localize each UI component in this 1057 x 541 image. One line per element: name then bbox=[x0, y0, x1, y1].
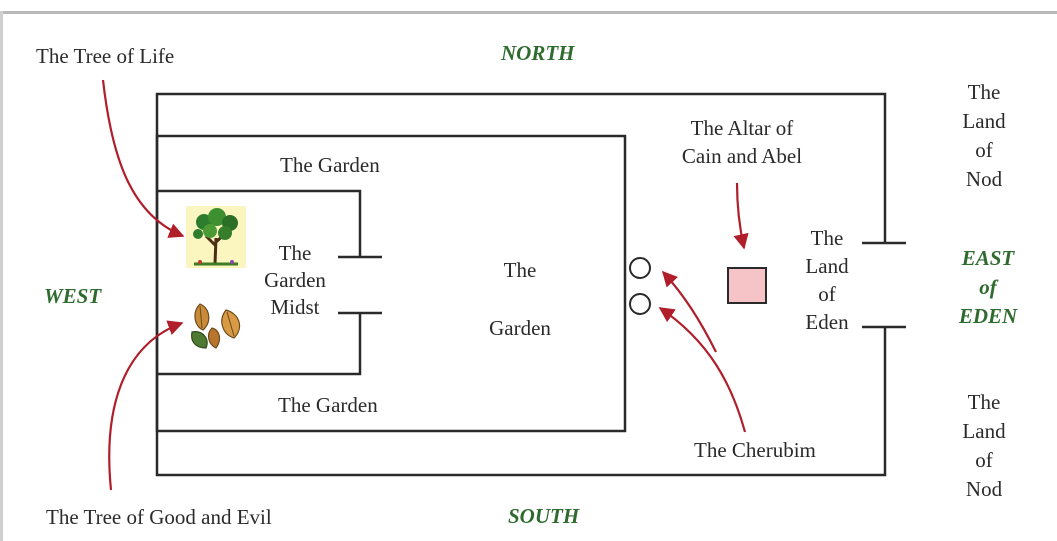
label-garden-bottom: The Garden bbox=[278, 393, 378, 417]
cherubim-circle-icon bbox=[629, 257, 651, 279]
nod-bottom-line-1: The bbox=[967, 390, 1001, 414]
east-line-1: EAST bbox=[961, 246, 1015, 270]
altar-icon bbox=[727, 267, 767, 304]
frame-top-border bbox=[0, 11, 1057, 14]
nod-bottom-line-4: Nod bbox=[965, 477, 1003, 501]
label-garden-midst: The Garden Midst bbox=[250, 240, 340, 321]
arrow-altar bbox=[733, 182, 749, 250]
label-cherubim: The Cherubim bbox=[694, 438, 816, 462]
altar-line-2: Cain and Abel bbox=[681, 144, 803, 168]
nod-top-line-2: Land bbox=[962, 109, 1006, 133]
nod-top-line-1: The bbox=[967, 80, 1001, 104]
east-line-3: EDEN bbox=[958, 304, 1018, 328]
cherubim-circle-icon bbox=[629, 293, 651, 315]
arrow-cherubim-bottom bbox=[658, 307, 747, 433]
arrow-tree-good-evil bbox=[108, 320, 184, 491]
label-land-of-nod-top: The Land of Nod bbox=[944, 78, 1024, 194]
east-line-2: of bbox=[979, 275, 997, 299]
label-land-of-nod-bottom: The Land of Nod bbox=[944, 388, 1024, 504]
land-of-eden-line-2: Land bbox=[805, 254, 849, 278]
garden-midst-boundary bbox=[157, 189, 382, 376]
label-tree-of-life: The Tree of Life bbox=[36, 44, 175, 68]
land-of-eden-line-1: The bbox=[810, 226, 844, 250]
tree-of-life-icon bbox=[186, 206, 246, 268]
label-altar-of-cain-and-abel: The Altar of Cain and Abel bbox=[660, 114, 824, 170]
land-of-eden-line-4: Eden bbox=[805, 310, 849, 334]
garden-boundary bbox=[155, 134, 627, 433]
garden-center-line-2: Garden bbox=[489, 316, 551, 340]
nod-top-line-3: of bbox=[975, 138, 993, 162]
arrow-cherubim-top bbox=[661, 270, 717, 353]
land-of-eden-line-3: of bbox=[818, 282, 836, 306]
nod-bottom-line-3: of bbox=[975, 448, 993, 472]
garden-midst-line-1: The bbox=[278, 241, 312, 265]
direction-west: WEST bbox=[44, 284, 102, 308]
direction-south: SOUTH bbox=[508, 504, 580, 528]
nod-bottom-line-2: Land bbox=[962, 419, 1006, 443]
label-tree-of-good-and-evil: The Tree of Good and Evil bbox=[46, 505, 272, 529]
direction-north: NORTH bbox=[501, 41, 575, 65]
tree-of-good-and-evil-icon bbox=[186, 300, 248, 352]
label-garden-center: The Garden bbox=[470, 241, 570, 357]
label-garden-top: The Garden bbox=[280, 153, 380, 177]
arrow-tree-of-life bbox=[101, 79, 185, 238]
garden-midst-line-3: Midst bbox=[270, 295, 320, 319]
garden-midst-line-2: Garden bbox=[264, 268, 326, 292]
altar-line-1: The Altar of bbox=[690, 116, 794, 140]
frame-left-border bbox=[0, 11, 3, 541]
label-land-of-eden: The Land of Eden bbox=[782, 224, 872, 336]
direction-east-of-eden: EAST of EDEN bbox=[944, 244, 1032, 331]
nod-top-line-4: Nod bbox=[965, 167, 1003, 191]
garden-center-line-1: The bbox=[503, 258, 537, 282]
